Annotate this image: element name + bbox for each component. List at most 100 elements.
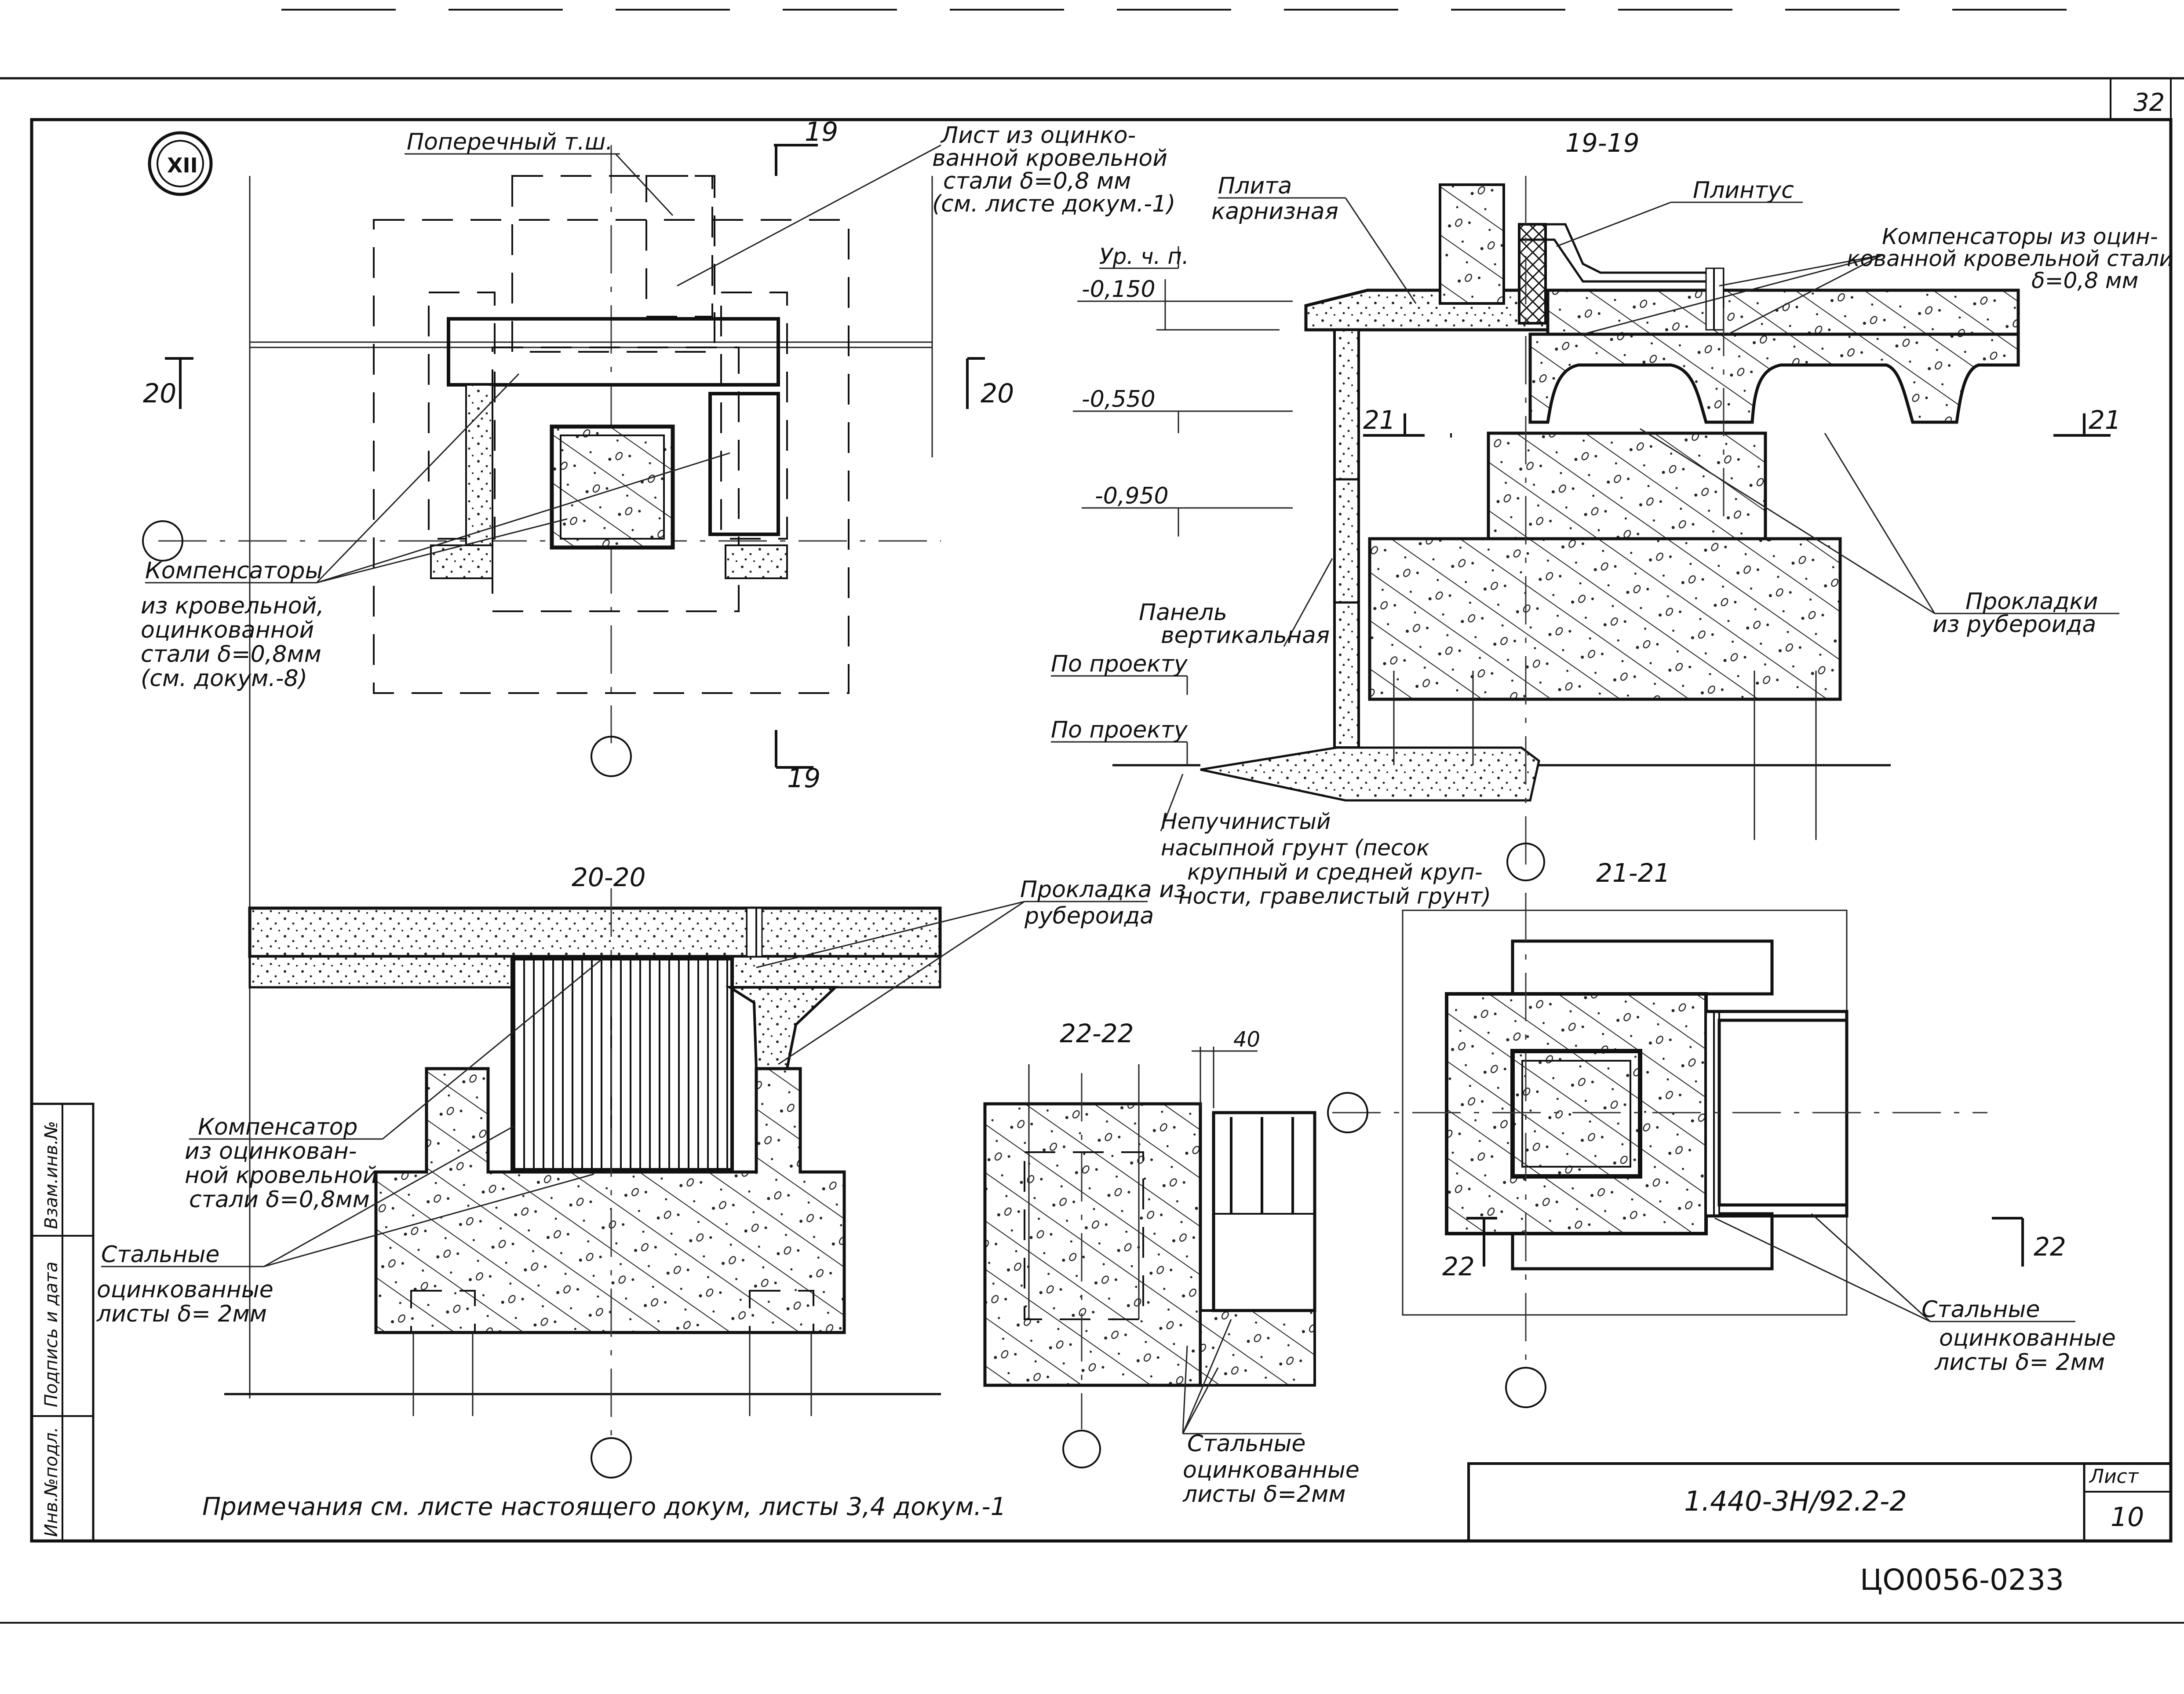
bottom-number: 33 (2027, 1563, 2064, 1597)
section-19-title: 19-19 (1565, 128, 1640, 158)
section-19-ribbed-slab (1528, 332, 2020, 424)
section-22-steel-label-3: листы δ=2мм (1182, 1481, 1345, 1508)
section-19-panel-label-2: вертикальная (1161, 622, 1330, 649)
section-21-title: 21-21 (1596, 858, 1670, 888)
section-20-compensator (510, 957, 734, 1172)
section-19-slab-label-2: карнизная (1211, 198, 1338, 225)
plan-comp-label-5: (см. докум.-8) (141, 665, 307, 692)
section-19-plinth-label: Плинтус (1693, 177, 1794, 204)
sidebar-label-replace: Взам.инв.№ (41, 1121, 62, 1229)
section-19-soil-label-1: Непучинистый (1161, 809, 1331, 834)
section-19-panel-label-1: Панель (1139, 599, 1227, 626)
plan-sheet-label-4: (см. листе докум.-1) (932, 191, 1175, 217)
sheet-number: 10 (2111, 1502, 2144, 1533)
section-19-comp-label-1: Компенсаторы из оцин- (1882, 224, 2158, 249)
plan-section-20-left: 20 (143, 378, 176, 409)
section-19-marker-21-left: 21 (1363, 405, 1396, 435)
plan-comp-label-1: Компенсаторы (145, 558, 323, 584)
section-22-dimension: 40 (1233, 1027, 1260, 1052)
section-19-eave-slab (1304, 288, 1550, 332)
plan-sheet-label-2: ванной кровельной (932, 145, 1167, 172)
plan-section-19-bottom: 19 (787, 763, 820, 794)
section-19-marker-21-right: 21 (2089, 405, 2121, 435)
section-20-steel-label-1: Стальные (101, 1241, 219, 1268)
section-19-level-1: -0,150 (1082, 276, 1156, 303)
designation: 1.440-3Н/92.2-2 (1684, 1485, 1907, 1517)
section-19-comp-label-2: кованной кровельной стали (1847, 246, 2173, 271)
section-19-level-3: -0,950 (1095, 483, 1169, 509)
section-21-pier (1445, 992, 1708, 1235)
plan-sheet-label-1: Лист из оцинко- (940, 122, 1136, 149)
section-19-comp-label-3: δ=0,8 мм (2031, 268, 2138, 293)
sheet-frame (0, 9, 2184, 1624)
svg-text:Стальные оцинкованные: Стальные оцинкованные листы δ= 2мм (1921, 1296, 2123, 1376)
section-19-gaskets-label-2: из рубероида (1932, 611, 2096, 638)
section-19-soil-label-2: насыпной грунт (песок (1161, 835, 1429, 861)
section-19-level-2: -0,550 (1082, 386, 1156, 413)
svg-text:Непучинистый насыпной грун: Непучинистый насыпной грунт (песок крупн… (1161, 809, 1491, 909)
section-20-steel-label-3: листы δ= 2мм (96, 1301, 267, 1327)
section-21-steel-label-2: оцинкованные (1939, 1325, 2116, 1351)
section-19-wall (1439, 183, 1505, 305)
svg-text:Лист из оцинко- ванной кро: Лист из оцинко- ванной кровельной стали … (932, 122, 1175, 217)
section-22-title: 22-22 (1060, 1019, 1134, 1048)
sidebar-label-inv: Инв.№подл. (41, 1427, 62, 1537)
section-20-comp-label-1: Компенсатор (198, 1114, 358, 1140)
plan-label-transverse: Поперечный т.ш. (407, 129, 613, 155)
section-20-pedestal (374, 1067, 846, 1334)
svg-text:Компенсатор из оцинкован-: Компенсатор из оцинкован- ной кровельной… (185, 1114, 385, 1213)
section-20-view (101, 888, 1148, 1479)
section-22-steel-label-2: оцинкованные (1183, 1457, 1360, 1483)
svg-text:Прокладки из рубероида: Прокладки из рубероида (1932, 588, 2105, 638)
section-21-marker-22-right: 22 (2034, 1232, 2066, 1262)
section-19-slab-label-1: Плита (1218, 173, 1292, 199)
sidebar-label-sign: Подпись и дата (41, 1262, 62, 1407)
section-19-level-project-2: По проекту (1051, 717, 1188, 743)
section-20-slab (248, 906, 942, 958)
svg-text:Плита карнизная: Плита карнизная (1211, 173, 1338, 225)
section-21-view (1327, 893, 2075, 1408)
section-20-comp-label-4: стали δ=0,8мм (189, 1187, 370, 1213)
section-21-steel-label-3: листы δ= 2мм (1934, 1349, 2105, 1376)
plan-comp-label-2: из кровельной, (141, 593, 324, 619)
svg-text:Компенсаторы из кровельной: Компенсаторы из кровельной, оцинкованной… (141, 558, 331, 692)
section-19-soil-label-4: ности, гравелистый грунт) (1178, 884, 1491, 909)
plan-section-19-top: 19 (805, 117, 838, 147)
title-block (1467, 1462, 2172, 1542)
plan-comp-label-3: оцинкованной (141, 617, 314, 643)
svg-text:Компенсаторы из оцин- кова: Компенсаторы из оцин- кованной кровельно… (1847, 224, 2180, 293)
section-19-gaskets-label-1: Прокладки (1965, 588, 2098, 615)
section-20-title: 20-20 (572, 862, 646, 892)
svg-text:Панель вертикальная: Панель вертикальная (1139, 599, 1330, 649)
section-20-gasket-label-1: Прокладка из (1020, 876, 1186, 903)
plan-sheet-label-3: стали δ=0,8 мм (943, 168, 1131, 194)
section-22-steel-label-1: Стальные (1187, 1431, 1305, 1457)
section-19-upper-block (1487, 431, 1767, 540)
section-20-comp-label-3: ной кровельной (185, 1162, 378, 1189)
section-22-view (983, 1047, 1316, 1468)
section-21-steel-label-1: Стальные (1921, 1296, 2040, 1323)
section-21-marker-22-left: 22 (1442, 1252, 1475, 1281)
section-19-level-floor: Ур. ч. п. (1099, 244, 1189, 269)
page-number: 32 (2133, 88, 2165, 117)
plan-comp-label-4: стали δ=0,8мм (141, 641, 321, 668)
sheet-label: Лист (2089, 1465, 2139, 1488)
plan-mark: XII (167, 153, 198, 177)
sidebar: Инв.№подл. Подпись и дата Взам.инв.№ (30, 1103, 95, 1542)
section-19-backfill (1200, 746, 1540, 802)
plan-view (142, 131, 985, 1398)
svg-text:Прокладка из рубероида: Прокладка из рубероида (1020, 876, 1193, 929)
section-19-level-project-1: По проекту (1051, 651, 1188, 677)
svg-text:Стальные оцинкованные: Стальные оцинкованные листы δ= 2мм (96, 1241, 281, 1327)
section-19-soil-label-3: крупный и средней круп- (1187, 859, 1483, 885)
note: Примечания см. листе настоящего докум, л… (202, 1493, 1006, 1521)
stamp-code: ЦО0056-02 (1860, 1563, 2027, 1597)
section-20-steel-label-2: оцинкованные (97, 1277, 273, 1303)
plan-section-20-right: 20 (981, 378, 1014, 409)
section-19-vertical-panel (1333, 329, 1360, 749)
section-22-block (983, 1102, 1202, 1387)
section-20-gasket-label-2: рубероида (1024, 903, 1154, 929)
section-19-view (1051, 176, 2119, 881)
section-21-compensator (1705, 1011, 1720, 1217)
